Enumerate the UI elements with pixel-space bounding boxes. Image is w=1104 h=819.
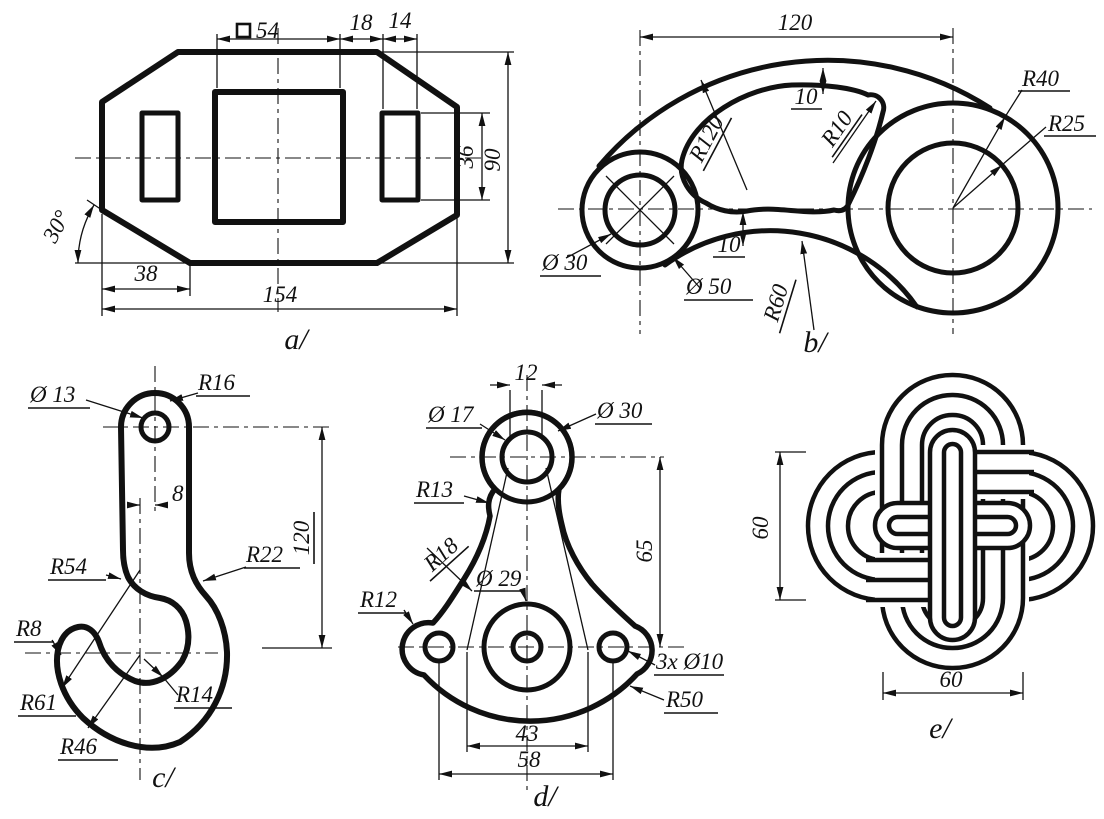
dim-text-30deg: 30°: [37, 206, 75, 247]
octagon-outline: [99, 49, 460, 266]
dim-text-r40: R40: [1021, 66, 1060, 91]
dim-text-r54: R54: [49, 554, 87, 579]
dim-text-r61: R61: [19, 690, 57, 715]
neck-bottom-arc: [662, 228, 920, 310]
dim-text-54: 54: [256, 18, 279, 43]
dim-text-154: 154: [263, 282, 298, 307]
dim-text-120: 120: [289, 520, 314, 555]
dim-text-43: 43: [516, 721, 539, 746]
dim-text-dia30: Ø 30: [596, 398, 643, 423]
leader-r54: [105, 572, 122, 580]
underline: [831, 114, 863, 158]
dim-text-10-top: 10: [795, 84, 819, 109]
dim-text-r14: R14: [175, 682, 213, 707]
knot-v-narrow-inner: [941, 441, 964, 629]
leader-r22: [202, 566, 247, 582]
dim-text-14: 14: [389, 8, 412, 33]
dim-120-group: 120: [289, 512, 315, 564]
dim-text-dia30: Ø 30: [541, 250, 588, 275]
dim-text-36: 36: [453, 145, 478, 170]
dim-text-r8: R8: [15, 616, 42, 641]
diagonal-center-marks: [605, 175, 675, 245]
leader-3xdia10: [627, 650, 656, 666]
center-square-cutout: [212, 89, 346, 225]
leader-dia29: [519, 587, 527, 602]
leader-r40-tail: [1004, 89, 1023, 118]
extension-lines: [438, 390, 614, 780]
dim-text-r25: R25: [1047, 111, 1085, 136]
dim-text-10-bottom: 10: [718, 232, 742, 257]
drawing-d: 12 Ø 17 Ø 30 R13 R18 Ø 29 R12 65 3x Ø10 …: [358, 360, 724, 813]
dim-text-dia17: Ø 17: [427, 402, 475, 427]
leader-r14: [143, 658, 164, 678]
dim-text-90: 90: [480, 148, 505, 172]
left-slot-cutout: [139, 110, 181, 203]
dim-text-120: 120: [778, 10, 813, 35]
leader-r120: [700, 79, 748, 191]
leader-r10: [832, 100, 877, 164]
dim-text-12: 12: [515, 360, 538, 385]
underline: [429, 545, 470, 582]
dim-text-r46: R46: [59, 734, 98, 759]
square-symbol-icon: [235, 22, 252, 39]
drawing-b: 120 10 R120 R10 R40 R25 Ø 30 Ø 50 10 R60…: [540, 10, 1096, 359]
leader-dia13: [85, 399, 144, 419]
taper-construction-lines: [466, 467, 589, 651]
leader-dia17: [479, 423, 506, 441]
right-slot-cutout: [379, 110, 421, 203]
leader-r60: [800, 240, 815, 331]
dim-text-18: 18: [350, 10, 374, 35]
drawing-d-label: d/: [533, 780, 559, 813]
dim-r18-group: R18: [418, 532, 470, 582]
dim-text-dia29: Ø 29: [475, 566, 522, 591]
leader-r46: [87, 654, 141, 729]
dim-r60-group: R60: [758, 279, 797, 334]
leader-r13: [463, 495, 490, 504]
leader-r12: [403, 609, 414, 625]
knot-v-narrow-outer: [927, 427, 978, 643]
leader-dia30: [557, 413, 597, 432]
dim-text-dia50: Ø 50: [685, 274, 732, 299]
leader-r14-tail: [162, 676, 179, 696]
dim-text-60-vertical: 60: [748, 516, 773, 540]
leader-r61: [61, 569, 141, 689]
leader-r16: [169, 392, 199, 402]
dim-text-8: 8: [172, 481, 184, 506]
extension-lines: [75, 34, 514, 316]
dim-text-dia13: Ø 13: [29, 382, 75, 407]
dim-text-r18: R18: [418, 532, 463, 576]
drawing-e-label: e/: [929, 712, 953, 745]
leader-dia30: [565, 233, 612, 259]
leader-r25: [952, 164, 1003, 209]
drawing-a-label: a/: [284, 323, 310, 356]
outer-top-arc: [596, 57, 993, 169]
dim-text-r50: R50: [665, 687, 704, 712]
drawing-c-label: c/: [152, 761, 176, 794]
dim-text-60-horizontal: 60: [940, 667, 964, 692]
dim-text-r16: R16: [197, 370, 236, 395]
weave-over-segments: [866, 449, 1034, 603]
dim-text-65: 65: [632, 540, 657, 563]
dim-text-r13: R13: [415, 477, 453, 502]
dim-arc-30deg: [74, 204, 95, 264]
dim-text-r22: R22: [245, 542, 283, 567]
dim-text-r12: R12: [359, 587, 397, 612]
drawing-c: Ø 13 R16 8 120 R54 R22 R8 R61 R46 R14 c/: [14, 366, 332, 794]
drawing-e: 60 60 e/: [748, 372, 1096, 745]
inner-slot-outline: [678, 82, 887, 215]
dim-text-38: 38: [134, 261, 159, 286]
extension-lines: [775, 451, 1024, 700]
underline: [702, 117, 733, 172]
drawing-a: 54 18 14 36 90 38 154 30° a/: [37, 8, 514, 356]
underline: [778, 279, 797, 334]
leader-r25-tail: [1001, 126, 1047, 166]
leader-r50: [629, 685, 665, 701]
dim-text-3xdia10: 3x Ø10: [655, 649, 724, 674]
leader-dia50: [672, 256, 701, 289]
drawing-b-label: b/: [803, 326, 829, 359]
leader-r40: [952, 116, 1006, 209]
dim-text-58: 58: [518, 747, 542, 772]
leader-r18: [426, 547, 473, 592]
